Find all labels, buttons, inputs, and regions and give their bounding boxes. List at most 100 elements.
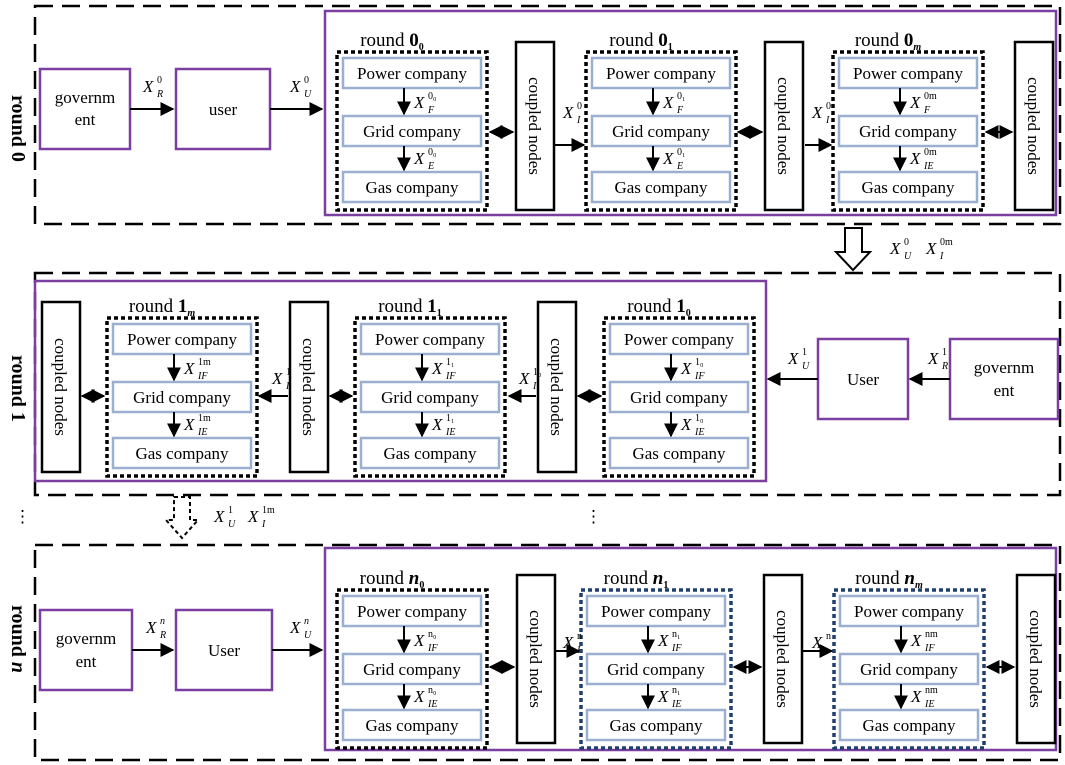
ellipsis-left: ⋮	[14, 507, 31, 526]
round1-block-0-grid-company-box	[111, 380, 253, 414]
svg-text:I: I	[576, 115, 581, 126]
svg-text:nm: nm	[925, 629, 938, 640]
roundn-block-0-grid-company-label: Grid company	[363, 660, 461, 679]
round0-block-1-gas-company-box	[590, 170, 732, 204]
round1-block-0-grid-company-label: Grid company	[133, 388, 231, 407]
svg-text:0₁: 0₁	[677, 91, 686, 102]
round0-block-2-grid-company-label: Grid company	[859, 122, 957, 141]
round0-coupled-2-label: coupled nodes	[774, 77, 793, 175]
roundn-block-2-gas-company-box	[838, 708, 980, 742]
svg-text:U: U	[802, 361, 810, 372]
round1-block-2-power-company-box	[608, 322, 750, 356]
round1-block-2-gas-company-label: Gas company	[632, 444, 726, 463]
svg-text:0: 0	[304, 75, 309, 86]
svg-text:I: I	[576, 645, 581, 656]
svg-text:n₁: n₁	[672, 629, 681, 640]
round0-block-0-gas-company-label: Gas company	[365, 178, 459, 197]
ellipsis-mid: ⋮	[585, 507, 602, 526]
round1-block-2-grid-company-label: Grid company	[630, 388, 728, 407]
svg-text:I: I	[261, 519, 266, 530]
round1-block-1-power-company-box	[359, 322, 501, 356]
svg-text:IE: IE	[694, 427, 704, 438]
roundn-block-2-grid-company-box	[838, 652, 980, 686]
round1-block-0-power-company-label: Power company	[127, 330, 238, 349]
svg-text:X: X	[142, 77, 154, 96]
round0-block-1-grid-company-box	[590, 114, 732, 148]
svg-text:E: E	[676, 161, 683, 172]
round1-user-label: User	[847, 370, 879, 389]
round0-coupled-1	[514, 40, 556, 212]
round0-coupled-2	[763, 40, 805, 212]
svg-text:X: X	[787, 349, 799, 368]
svg-text:IE: IE	[923, 161, 933, 172]
roundn-block-1-gas-company-box	[585, 708, 727, 742]
svg-text:X: X	[910, 687, 922, 706]
round0-government-label-2: ent	[75, 110, 96, 129]
round1-government-label-1: governm	[974, 358, 1034, 377]
svg-text:I: I	[285, 381, 290, 392]
svg-text:X: X	[657, 687, 669, 706]
svg-text:n₀: n₀	[428, 629, 437, 640]
roundn-block-0-grid-company-box	[341, 652, 483, 686]
svg-text:I: I	[939, 251, 944, 262]
round0-side-label: round 0	[7, 95, 29, 162]
round1-xr-var: X 1 R	[927, 347, 948, 372]
svg-text:0: 0	[157, 75, 162, 86]
round0-block-1-title: round 01	[609, 30, 673, 53]
svg-text:X: X	[518, 369, 530, 388]
svg-text:X: X	[910, 631, 922, 650]
svg-text:1: 1	[286, 367, 291, 378]
round1-block-frame	[33, 279, 768, 483]
round1-block-1-gas-company-box	[359, 436, 501, 470]
round0-block-0-grid-company-box	[341, 114, 483, 148]
svg-text:0: 0	[577, 101, 582, 112]
svg-text:0: 0	[904, 237, 909, 248]
roundn-block-1-gas-company-label: Gas company	[609, 716, 703, 735]
round1-block-0-title: round 1m	[129, 296, 196, 319]
svg-text:IF: IF	[197, 371, 208, 382]
svg-text:U: U	[904, 251, 912, 262]
svg-text:X: X	[413, 687, 425, 706]
svg-text:F: F	[923, 105, 931, 116]
round0-block-2-title: round 0m	[855, 30, 922, 53]
round0-xr-var: X 0 R	[142, 75, 163, 100]
round0-block-1-gas-company-label: Gas company	[614, 178, 708, 197]
round1-coupled-2	[288, 300, 330, 474]
roundn-government-label-1: governm	[56, 629, 116, 648]
svg-text:1₁: 1₁	[446, 413, 455, 424]
roundn-block-0-gas-company-box	[341, 708, 483, 742]
svg-text:n: n	[826, 631, 831, 642]
svg-text:X: X	[145, 618, 157, 637]
svg-text:X: X	[662, 93, 674, 112]
svg-text:X: X	[662, 149, 674, 168]
round1-block-1-grid-company-label: Grid company	[381, 388, 479, 407]
round1-side-label: round 1	[7, 355, 29, 422]
round0-block-0-gas-company-box	[341, 170, 483, 204]
svg-text:1m: 1m	[198, 357, 211, 368]
svg-text:1m: 1m	[262, 505, 275, 516]
svg-text:nm: nm	[925, 685, 938, 696]
svg-text:IE: IE	[445, 427, 455, 438]
round1-coupled-2-label: coupled nodes	[299, 338, 318, 436]
round1-block-1-title: round 11	[378, 296, 442, 319]
round0-coupled-3	[1013, 40, 1055, 212]
round1-block-0-gas-company-label: Gas company	[135, 444, 229, 463]
roundn-xr-var: X n R	[145, 616, 166, 641]
svg-text:n: n	[160, 616, 165, 627]
svg-text:IF: IF	[445, 371, 456, 382]
svg-text:X: X	[909, 93, 921, 112]
round1-block-1-grid-company-box	[359, 380, 501, 414]
round0-user-label: user	[209, 100, 238, 119]
svg-text:1₀: 1₀	[695, 413, 704, 424]
svg-text:IF: IF	[694, 371, 705, 382]
